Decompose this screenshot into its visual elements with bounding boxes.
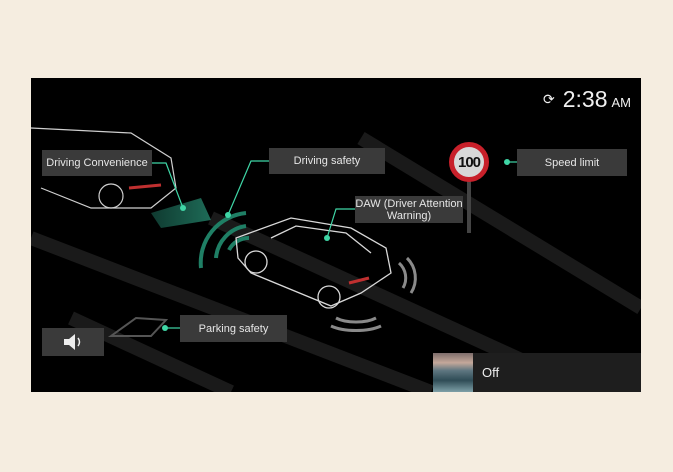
daw-line2: Warning) [386, 209, 432, 222]
speaker-icon [64, 334, 81, 350]
clock-time: 2:38 [562, 86, 608, 112]
media-status: Off [482, 365, 500, 380]
ego-car [235, 217, 392, 309]
clock: ⟳ 2:38 AM [543, 86, 631, 113]
speaker-button[interactable] [42, 328, 104, 356]
adas-screen: ⟳ 2:38 AM Driving Convenience Driving sa… [31, 78, 641, 392]
label-driving-safety[interactable]: Driving safety [269, 148, 385, 174]
front-car-taillight [128, 183, 162, 190]
label-daw[interactable]: DAW (Driver Attention Warning) [355, 196, 463, 223]
album-art-thumbnail [433, 353, 473, 392]
callout-dots [162, 159, 510, 331]
distance-beam [151, 198, 211, 228]
label-driving-convenience[interactable]: Driving Convenience [42, 150, 152, 176]
parking-p-icon [107, 316, 169, 337]
connected-car-icon: ⟳ [543, 91, 555, 107]
adas-illustration [31, 127, 641, 392]
daw-line1: DAW (Driver Attention [355, 197, 463, 210]
clock-ampm: AM [611, 95, 632, 110]
media-bar[interactable]: Off [433, 353, 641, 392]
label-speed-limit[interactable]: Speed limit [517, 149, 627, 176]
ego-car-taillight [348, 276, 370, 285]
speed-limit-sign: 100 [449, 142, 489, 182]
speed-limit-value: 100 [457, 153, 481, 171]
sign-pole [467, 178, 471, 233]
sensor-waves-front [198, 211, 250, 269]
label-parking-safety[interactable]: Parking safety [180, 315, 287, 342]
sensor-waves-rear [330, 256, 417, 332]
